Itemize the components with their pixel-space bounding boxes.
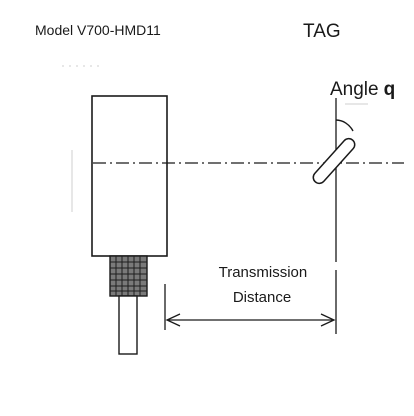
- tilted-tag: [312, 137, 356, 185]
- dimension-arrow-right: [320, 313, 336, 327]
- angle-symbol: q: [384, 79, 396, 100]
- model-label: Model V700-HMD11: [35, 22, 161, 38]
- tag-angle-arc: [335, 119, 354, 132]
- cable: [118, 295, 138, 355]
- tag-plate: [312, 137, 356, 185]
- transmission-distance-line-1: Transmission: [219, 264, 308, 281]
- angle-word: Angle: [330, 79, 379, 100]
- knurled-connector: [109, 255, 148, 297]
- transmission-distance-label: Transmission Distance: [219, 264, 312, 306]
- connector-knurling: [110, 256, 147, 296]
- scan-artifacts: [62, 65, 368, 212]
- tag-label: TAG: [303, 21, 341, 42]
- reader-head-body: [91, 95, 168, 257]
- transmission-distance-dimension: [164, 270, 337, 334]
- dimension-arrow-left: [165, 313, 181, 327]
- transmission-distance-line-2: Distance: [233, 289, 291, 306]
